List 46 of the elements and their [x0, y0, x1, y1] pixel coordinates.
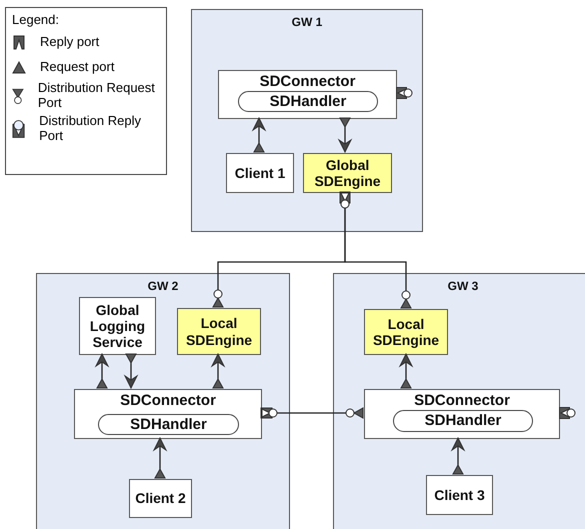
connector: [400, 354, 412, 388]
component-label: Local SDEngine: [184, 315, 254, 348]
legend-title: Legend:: [12, 12, 60, 27]
component-label: Client 2: [135, 490, 186, 507]
legend-label: Distribution Reply Port: [39, 114, 142, 144]
gateway-container: [333, 273, 585, 529]
component-label: Client 3: [434, 486, 485, 504]
connector: [96, 354, 108, 388]
engine-box: [177, 308, 261, 355]
component-label: SDHandler: [130, 416, 207, 434]
component-box: [218, 70, 397, 119]
connector: [260, 408, 364, 418]
connector: [338, 118, 352, 152]
handler-pill: [238, 91, 378, 112]
component-box: [426, 475, 493, 515]
component-label: SDConnector: [414, 392, 510, 410]
component-label: Global SDEngine: [313, 156, 382, 190]
connector: [124, 354, 138, 388]
component-box: [79, 297, 156, 355]
gateway-title: GW 2: [148, 280, 178, 294]
component-label: SDHandler: [424, 412, 502, 430]
handler-pill: [393, 410, 533, 432]
connector: [154, 438, 166, 478]
component-label: Local SDEngine: [372, 316, 440, 348]
gateway-container: [36, 273, 290, 529]
component-label: SDHandler: [270, 92, 346, 110]
engine-box: [303, 153, 392, 193]
component-box: [129, 479, 192, 518]
gateway-container: [191, 9, 423, 232]
component-box: [364, 389, 560, 439]
component-label: SDConnector: [260, 73, 356, 90]
component-box: [226, 153, 294, 193]
handler-pill: [98, 414, 239, 435]
engine-box: [364, 309, 448, 355]
connector: [252, 118, 266, 152]
component-label: Client 1: [234, 164, 286, 182]
gateway-title: GW 3: [448, 280, 478, 294]
legend-label: Distribution Request Port: [38, 81, 156, 111]
component-label: Global Logging Service: [88, 302, 146, 350]
gateway-title: GW 1: [292, 16, 322, 30]
legend-label: Request port: [40, 60, 114, 74]
connector: [212, 354, 224, 388]
component-box: [74, 389, 262, 439]
component-label: SDConnector: [120, 392, 216, 410]
connector: [452, 438, 464, 474]
legend-label: Reply port: [40, 34, 100, 50]
